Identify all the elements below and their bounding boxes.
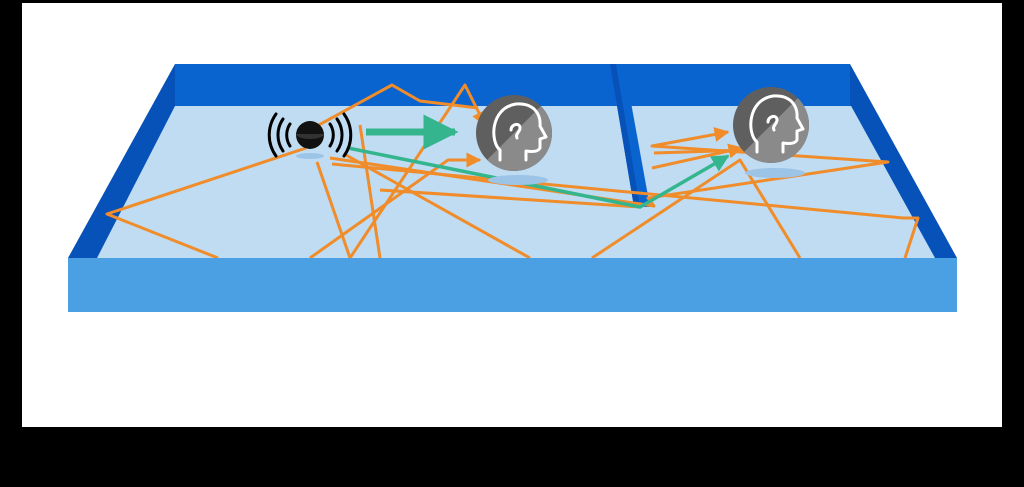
left-wall — [68, 64, 175, 258]
listener-shadow — [745, 168, 805, 178]
partition-wall-edge — [610, 64, 640, 207]
reflection-path — [358, 124, 382, 259]
reflection-path — [379, 188, 641, 209]
human-head-icon — [733, 87, 809, 163]
reflection-path — [305, 83, 479, 134]
source-shadow — [296, 153, 324, 159]
reflection-path — [345, 153, 531, 260]
listener-shadow — [488, 175, 548, 185]
reflection-path — [105, 146, 307, 260]
reflection-path — [331, 162, 920, 259]
right-wall — [850, 64, 957, 258]
room-acoustics-diagram — [68, 64, 957, 312]
reflection-path — [309, 152, 482, 260]
human-head-icon — [476, 95, 552, 171]
direct-path-room-2 — [347, 146, 730, 209]
diagram-canvas — [22, 3, 1002, 427]
reflection-path — [591, 158, 802, 260]
front-wall — [68, 258, 957, 312]
back-wall — [175, 64, 852, 106]
speaker-emitting-sound-icon — [267, 112, 353, 158]
reflection-path — [653, 148, 747, 155]
